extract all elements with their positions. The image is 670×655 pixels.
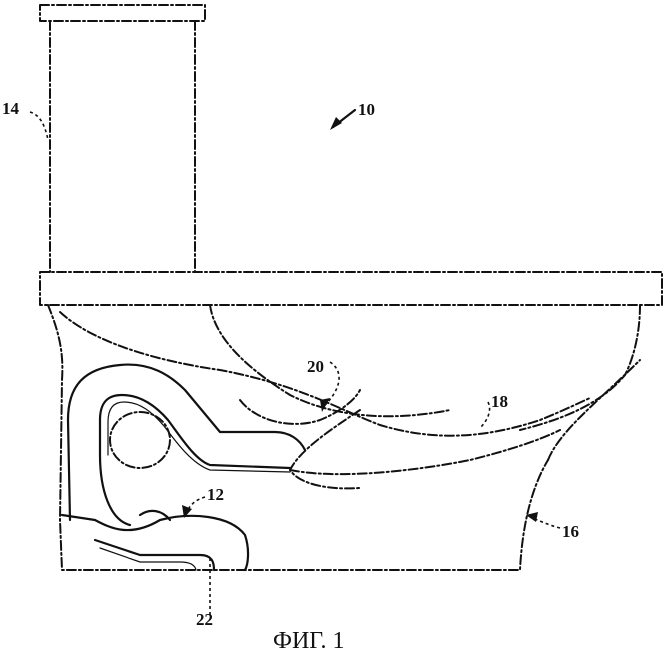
figure-caption: ФИГ. 1 bbox=[273, 628, 344, 654]
label-tank: 14 bbox=[2, 99, 20, 118]
label-outlet: 22 bbox=[196, 610, 213, 629]
bowl-interior bbox=[59, 304, 641, 490]
bowl-rim bbox=[39, 271, 663, 306]
reference-labels: 14 10 20 18 12 16 22 bbox=[2, 99, 579, 629]
label-assembly: 10 bbox=[358, 100, 375, 119]
tank bbox=[39, 4, 206, 273]
label-bowl: 18 bbox=[491, 392, 508, 411]
label-inlet: 20 bbox=[307, 357, 324, 376]
trapway bbox=[60, 363, 307, 572]
leader-lines bbox=[29, 108, 561, 615]
label-base: 16 bbox=[562, 522, 579, 541]
label-trapway: 12 bbox=[207, 485, 224, 504]
